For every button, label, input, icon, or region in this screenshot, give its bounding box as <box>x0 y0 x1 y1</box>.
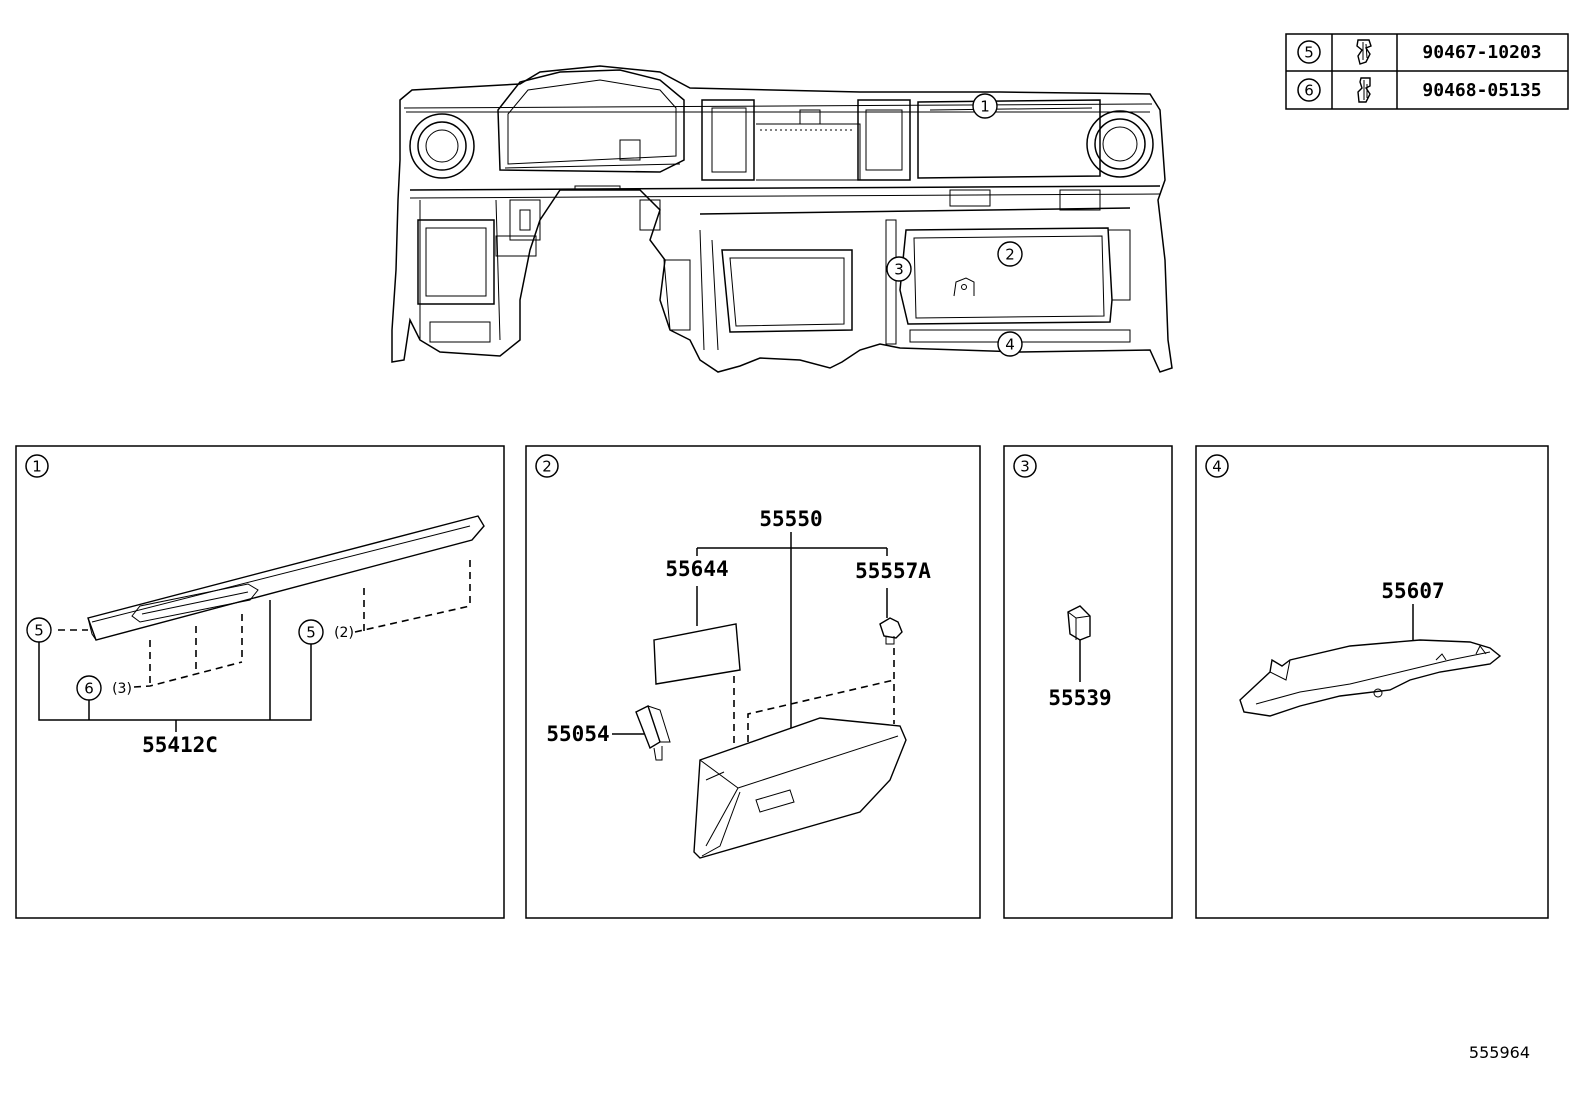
detail-panel-4: 4 55607 <box>1195 445 1549 919</box>
svg-text:2: 2 <box>1005 246 1015 264</box>
fastener-callout-6: 6 <box>76 675 102 701</box>
fastener-table: 5 90467-10203 6 90468-05135 <box>1285 33 1569 110</box>
glove-box-lock <box>879 617 903 645</box>
part-number-label: 55412C <box>142 733 218 757</box>
svg-text:1: 1 <box>980 98 990 116</box>
part-number-label: 55539 <box>1048 686 1111 710</box>
table-part-number: 90468-05135 <box>1422 80 1541 101</box>
glove-box-lid-panel <box>653 623 741 685</box>
part-number-label: 55644 <box>665 557 728 581</box>
instrument-panel-overview: 1 2 3 4 <box>391 65 1173 373</box>
clip-icon <box>1356 39 1372 65</box>
table-row: 6 90468-05135 <box>1297 77 1542 103</box>
overview-callout-4: 4 <box>997 331 1023 357</box>
overview-callout-2: 2 <box>997 241 1023 267</box>
fastener-qty: (3) <box>112 681 132 697</box>
glove-box-compartment <box>693 717 907 859</box>
glove-box-damper <box>635 705 671 761</box>
svg-text:5: 5 <box>306 624 316 642</box>
detail-panel-2: 2 55550 55644 55557A 55054 <box>525 445 981 919</box>
panel-ref: 4 <box>1212 458 1222 476</box>
svg-text:5: 5 <box>34 622 44 640</box>
svg-text:6: 6 <box>84 680 94 698</box>
part-number-label: 55550 <box>759 507 822 531</box>
overview-callout-3: 3 <box>886 256 912 282</box>
detail-panel-1: 1 5 5 (2) 6 (3 <box>15 445 505 919</box>
fastener-callout-5: 5 <box>298 619 324 645</box>
table-row: 5 90467-10203 <box>1297 39 1542 65</box>
part-number-label: 55054 <box>546 722 609 746</box>
table-ref-5: 5 <box>1304 44 1314 62</box>
svg-text:3: 3 <box>894 261 904 279</box>
panel-ref: 1 <box>32 458 42 476</box>
part-number-label: 55557A <box>855 559 931 583</box>
table-part-number: 90467-10203 <box>1422 42 1541 63</box>
panel-ref: 2 <box>542 458 552 476</box>
table-ref-6: 6 <box>1304 82 1314 100</box>
overview-callout-1: 1 <box>972 93 998 119</box>
svg-text:4: 4 <box>1005 336 1015 354</box>
clip-icon <box>1357 77 1371 103</box>
detail-panel-3: 3 55539 <box>1003 445 1173 919</box>
lower-panel-rail <box>1239 639 1502 717</box>
part-number-label: 55607 <box>1381 579 1444 603</box>
fastener-qty: (2) <box>334 625 354 641</box>
panel-ref: 3 <box>1020 458 1030 476</box>
fastener-callout-5: 5 <box>26 617 52 643</box>
diagram-code: 555964 <box>1469 1043 1530 1062</box>
bracket-part <box>1067 605 1091 641</box>
dash-garnish-strip <box>87 515 485 641</box>
